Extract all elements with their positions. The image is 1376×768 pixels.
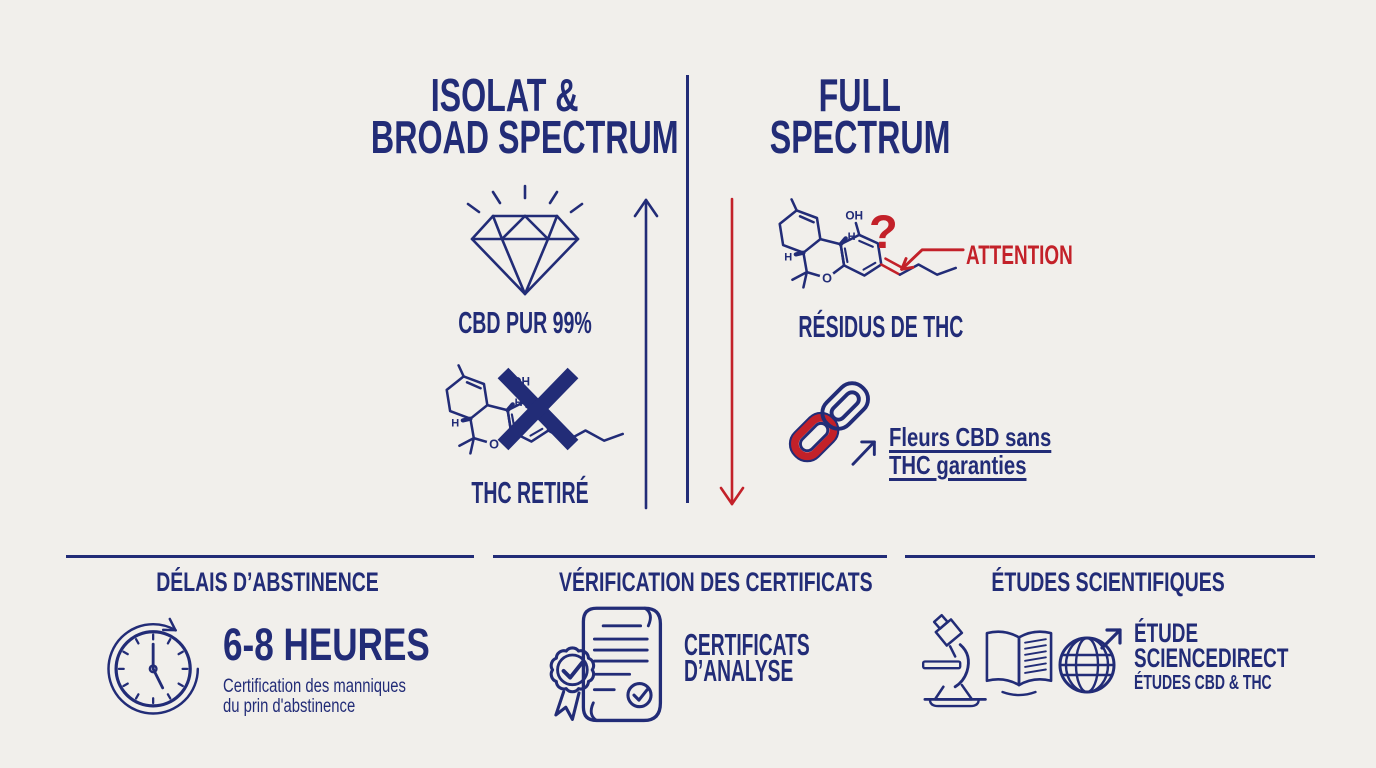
globe-icon bbox=[1058, 628, 1122, 694]
oxygen-label: O bbox=[489, 437, 499, 451]
studies-title: ÉTUDES SCIENTIFIQUES bbox=[991, 567, 1225, 597]
chain-link-icon bbox=[788, 381, 876, 466]
guarantee-line-2: THC garanties bbox=[889, 450, 1027, 480]
guarantee-line-1: Fleurs CBD sans bbox=[889, 422, 1052, 452]
column-title-isolat-broad: ISOLAT & BROAD SPECTRUM bbox=[305, 69, 705, 163]
column-title-line: SPECTRUM bbox=[769, 111, 951, 163]
column-title-full-spectrum: FULL SPECTRUM bbox=[710, 69, 1010, 163]
guarantee-label: Fleurs CBD sans THC garanties bbox=[889, 423, 1097, 479]
diamond-icon bbox=[466, 184, 584, 296]
hydroxyl-label: OH bbox=[845, 209, 863, 223]
attention-arrow-icon bbox=[900, 248, 965, 271]
cross-x-icon bbox=[497, 367, 579, 451]
down-arrow-icon bbox=[719, 197, 745, 506]
etude-line-1: ÉTUDE bbox=[1134, 618, 1199, 648]
residus-thc-label: RÉSIDUS DE THC bbox=[798, 309, 964, 344]
abstinence-note-line-1: Certification des manniques bbox=[223, 676, 406, 697]
certificats-line-2: D’ANALYSE bbox=[684, 653, 794, 688]
certificats-line-1: CERTIFICATS bbox=[684, 627, 810, 662]
growth-arrow-icon bbox=[851, 440, 876, 466]
hydrogen-label: H bbox=[784, 251, 792, 263]
section-divider-2 bbox=[493, 555, 887, 558]
certificate-icon bbox=[549, 606, 663, 723]
etude-sciencedirect-label: ÉTUDE SCIENCEDIRECT bbox=[1134, 618, 1355, 673]
section-divider-3 bbox=[905, 555, 1315, 558]
etude-line-2: SCIENCEDIRECT bbox=[1134, 643, 1289, 673]
microscope-icon bbox=[921, 613, 987, 708]
certificats-analyse-label: CERTIFICATS D’ANALYSE bbox=[684, 627, 887, 688]
thc-retire-label: THC RETIRÉ bbox=[471, 475, 589, 510]
question-mark-label: ? bbox=[869, 205, 898, 258]
etudes-cbd-thc-label: ÉTUDES CBD & THC bbox=[1134, 672, 1272, 694]
hydrogen-label: H bbox=[515, 397, 523, 409]
abstinence-title: DÉLAIS D’ABSTINENCE bbox=[156, 567, 380, 597]
hydrogen-label: H bbox=[451, 417, 459, 429]
up-arrow-icon bbox=[633, 198, 659, 510]
growth-arrow-icon bbox=[1100, 628, 1122, 650]
abstinence-note: Certification des manniques du prin d'ab… bbox=[223, 677, 457, 716]
clock-icon bbox=[107, 617, 200, 715]
certificates-title: VÉRIFICATION DES CERTIFICATS bbox=[558, 567, 873, 597]
duration-label: 6-8 HEURES bbox=[223, 619, 430, 670]
abstinence-note-line-2: du prin d'abstinence bbox=[223, 695, 356, 717]
column-title-line: BROAD SPECTRUM bbox=[370, 111, 679, 163]
section-divider-1 bbox=[66, 555, 474, 558]
attention-label: ATTENTION bbox=[966, 240, 1073, 270]
column-title-line: FULL bbox=[818, 69, 902, 121]
hydrogen-label: H bbox=[848, 231, 856, 243]
cbd-pur-label: CBD PUR 99% bbox=[458, 305, 592, 340]
column-title-line: ISOLAT & bbox=[431, 69, 579, 121]
oxygen-label: O bbox=[822, 271, 832, 285]
open-book-icon bbox=[985, 630, 1053, 697]
center-divider-line bbox=[686, 75, 689, 503]
thc-molecule-icon: O OH H H bbox=[778, 198, 957, 289]
